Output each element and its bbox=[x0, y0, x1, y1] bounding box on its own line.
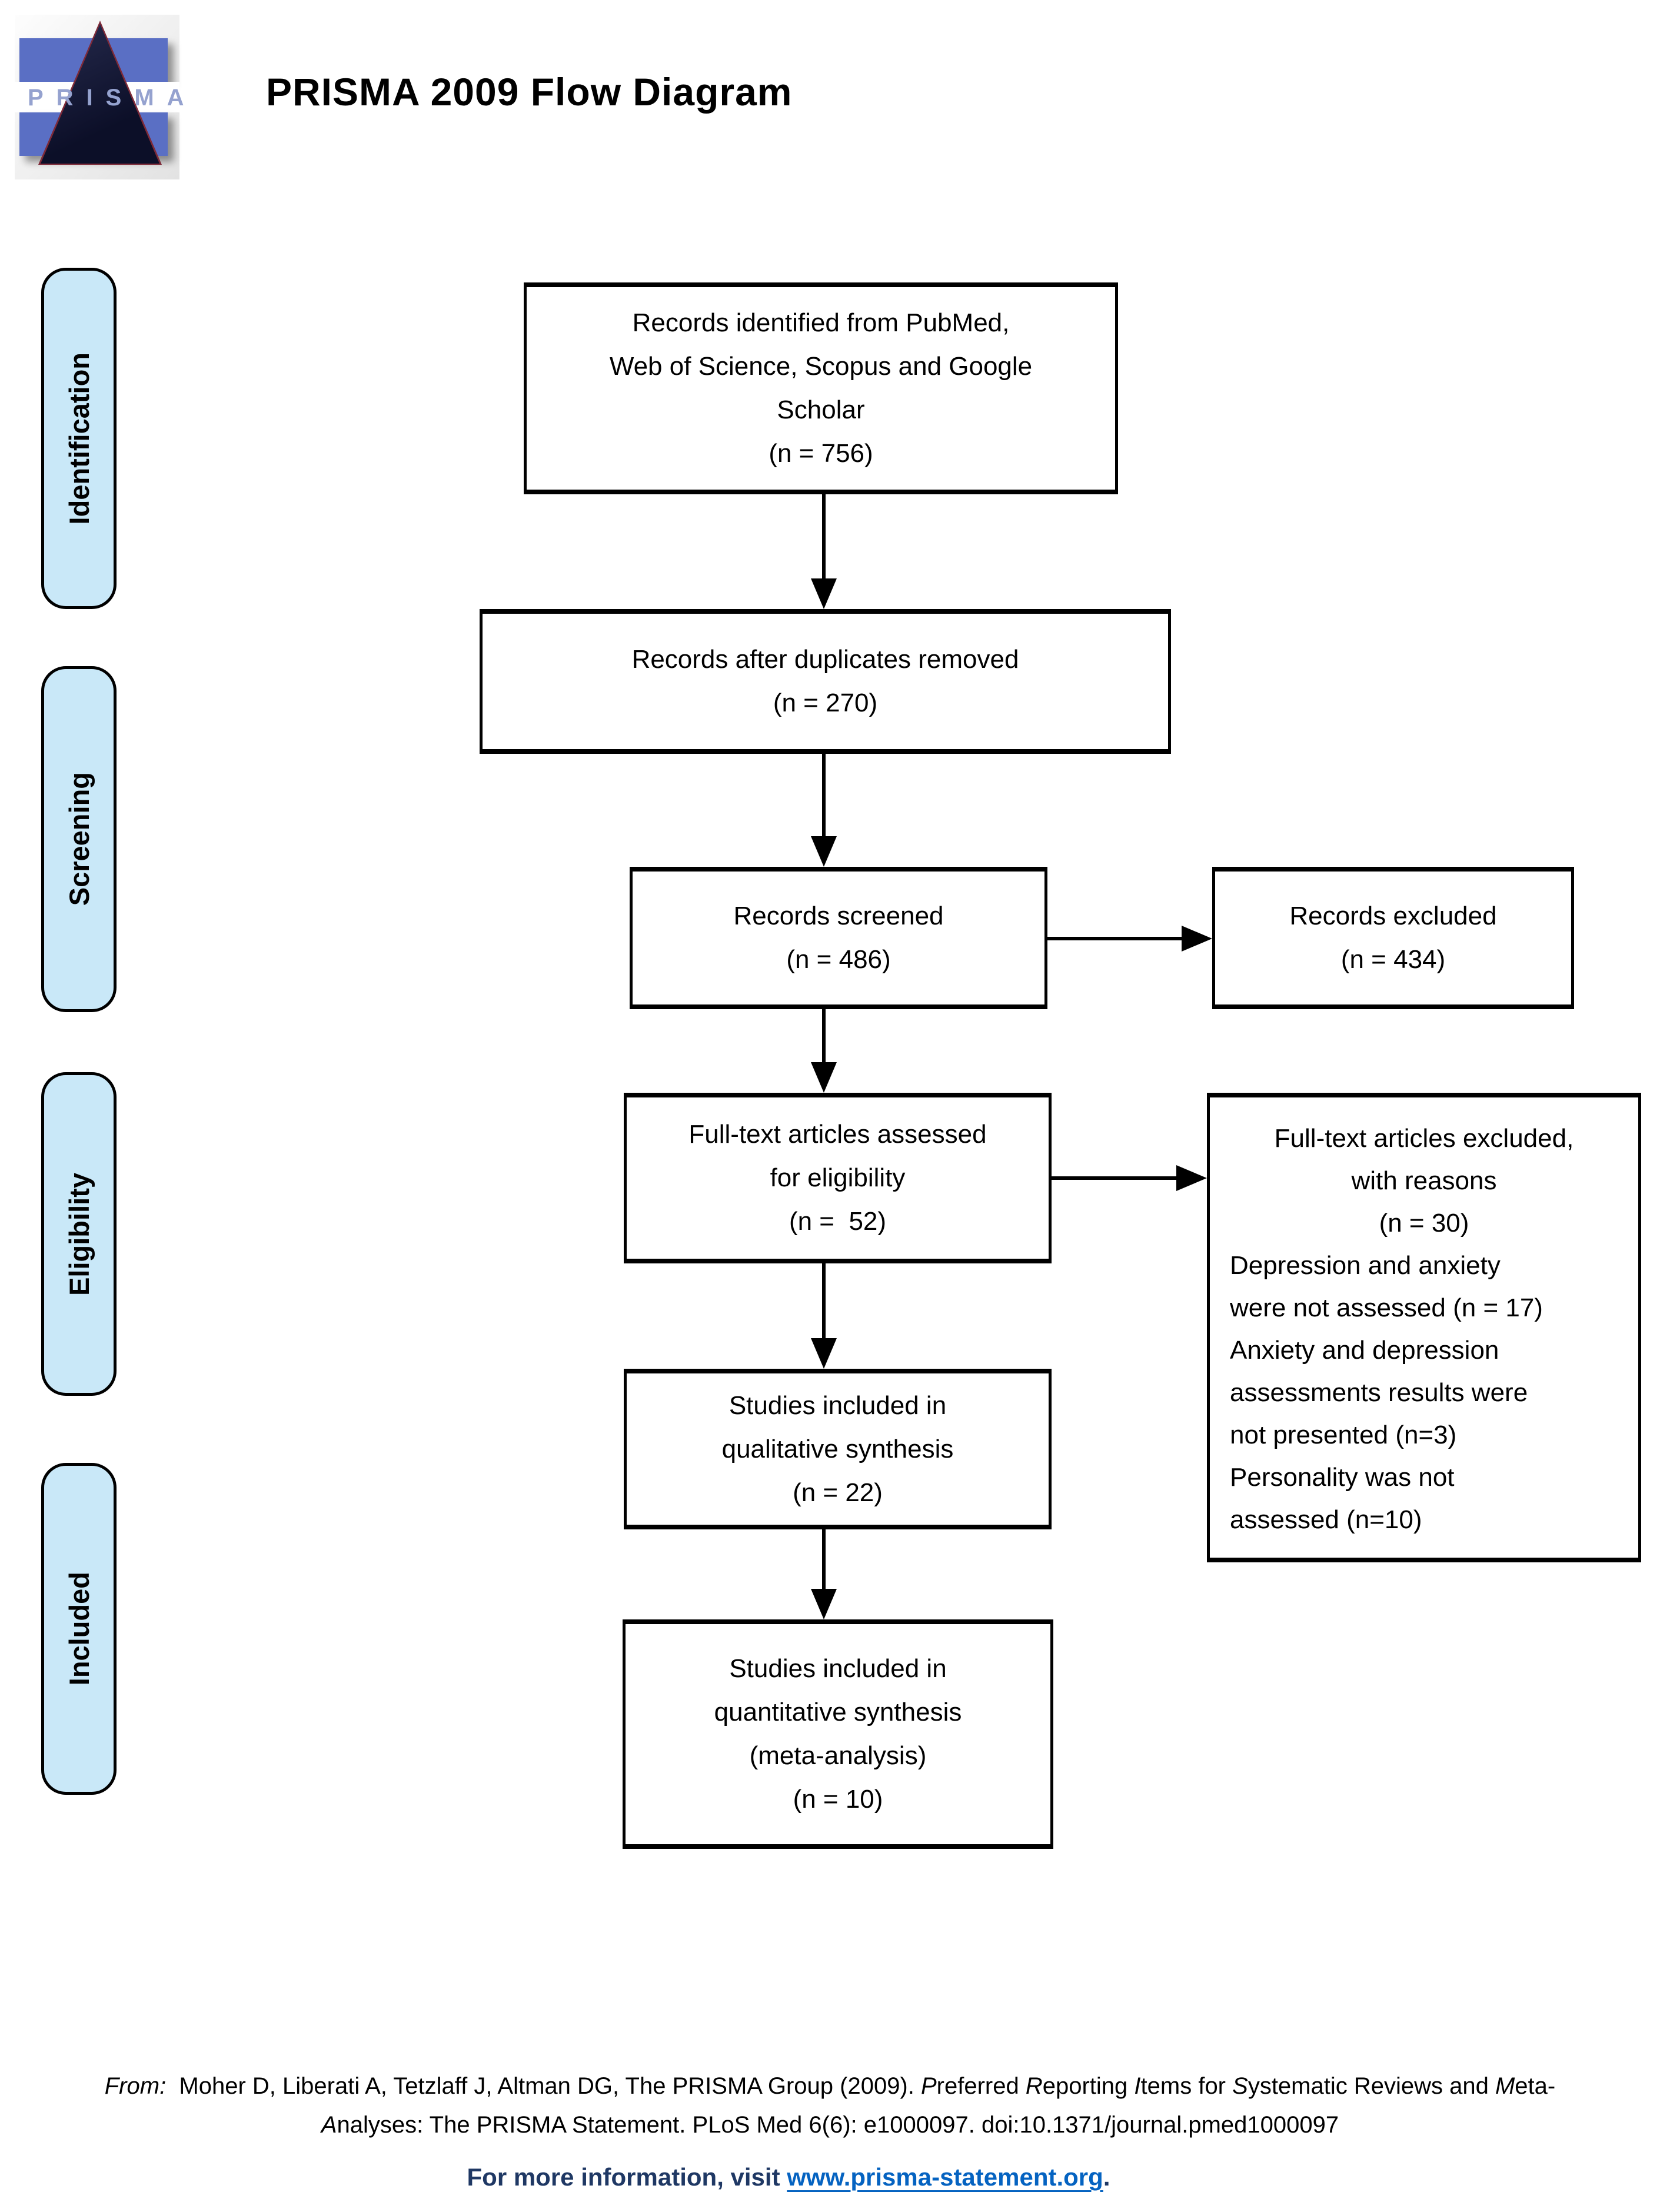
stage-label: Screening bbox=[63, 772, 95, 906]
text-line: (n = 486) bbox=[786, 945, 891, 974]
text-line: not presented (n=3) bbox=[1230, 1421, 1457, 1449]
text-line: Full-text articles assessed bbox=[688, 1120, 987, 1149]
text-line: Full-text articles excluded, bbox=[1274, 1124, 1574, 1153]
citation-segment: eta- bbox=[1515, 2073, 1556, 2099]
text-line: Studies included in bbox=[728, 1391, 947, 1420]
text-line: Anxiety and depression bbox=[1230, 1336, 1499, 1365]
text-line: Scholar bbox=[777, 395, 865, 424]
arrowhead-down-icon bbox=[811, 1062, 837, 1093]
text-line: Records excluded bbox=[1289, 902, 1497, 930]
text-line: (n = 756) bbox=[769, 439, 873, 468]
prisma-statement-link[interactable]: www.prisma-statement.org bbox=[787, 2163, 1103, 2191]
citation-line: Analyses: The PRISMA Statement. PLoS Med… bbox=[0, 2105, 1660, 2144]
footer-citation: From: Moher D, Liberati A, Tetzlaff J, A… bbox=[0, 2067, 1660, 2144]
box-quantitative-synthesis: Studies included in quantitative synthesi… bbox=[623, 1619, 1053, 1849]
logo-wordmark: PRISMA bbox=[28, 85, 197, 111]
citation-italic-segment: I bbox=[1134, 2073, 1141, 2099]
page-title: PRISMA 2009 Flow Diagram bbox=[266, 70, 793, 114]
text-line: Records screened bbox=[733, 902, 944, 930]
text-line: qualitative synthesis bbox=[721, 1434, 954, 1463]
text-line: Personality was not bbox=[1230, 1463, 1455, 1492]
prisma-logo: PRISMA bbox=[15, 15, 197, 179]
citation-italic-segment: M bbox=[1495, 2073, 1515, 2099]
stage-label: Eligibility bbox=[63, 1172, 95, 1296]
sidebar-stage-screening: Screening bbox=[41, 666, 117, 1012]
box-qualitative-synthesis: Studies included in qualitative synthesis… bbox=[624, 1369, 1052, 1529]
stage-label: Identification bbox=[63, 352, 95, 525]
arrowhead-down-icon bbox=[811, 1338, 837, 1369]
arrow-shaft bbox=[822, 1263, 826, 1342]
arrowhead-down-icon bbox=[811, 836, 837, 867]
arrow-shaft bbox=[822, 493, 826, 583]
text-line: Records identified from PubMed, bbox=[632, 308, 1010, 337]
box-records-screened: Records screened (n = 486) bbox=[630, 867, 1047, 1009]
text-line: assessments results were bbox=[1230, 1378, 1528, 1407]
arrowhead-right-icon bbox=[1176, 1165, 1207, 1191]
box-records-identified: Records identified from PubMed, Web of Sc… bbox=[524, 282, 1118, 494]
arrowhead-down-icon bbox=[811, 1589, 837, 1619]
citation-italic-segment: R bbox=[1025, 2073, 1043, 2099]
sidebar-stage-included: Included bbox=[41, 1463, 117, 1795]
more-info-suffix: . bbox=[1103, 2163, 1110, 2191]
citation-segment: ystematic Reviews and bbox=[1248, 2073, 1495, 2099]
arrow-shaft bbox=[1052, 1176, 1180, 1180]
box-duplicates-removed: Records after duplicates removed (n = 270… bbox=[480, 609, 1171, 754]
more-info-prefix: For more information, visit bbox=[467, 2163, 787, 2191]
text-line: (n = 434) bbox=[1340, 945, 1446, 974]
text-line: Studies included in bbox=[729, 1654, 947, 1683]
arrow-shaft bbox=[1047, 937, 1186, 940]
citation-segment: nalyses: The PRISMA Statement. PLoS Med … bbox=[337, 2112, 1339, 2138]
sidebar-stage-eligibility: Eligibility bbox=[41, 1072, 117, 1396]
text-line: (meta-analysis) bbox=[749, 1741, 927, 1770]
citation-segment: referred bbox=[936, 2073, 1026, 2099]
fulltext-excluded-reasons: Depression and anxiety were not assessed … bbox=[1210, 1245, 1638, 1541]
arrow-shaft bbox=[822, 1009, 826, 1066]
text-line: (n = 22) bbox=[793, 1478, 883, 1507]
citation-segment: eporting bbox=[1042, 2073, 1135, 2099]
text-line: (n = 52) bbox=[789, 1207, 887, 1236]
text-line: Records after duplicates removed bbox=[631, 645, 1019, 674]
citation-italic-segment: S bbox=[1232, 2073, 1248, 2099]
text-line: for eligibility bbox=[770, 1163, 906, 1192]
text-line: (n = 30) bbox=[1379, 1209, 1469, 1238]
citation-italic-segment: P bbox=[920, 2073, 937, 2099]
text-line: Depression and anxiety bbox=[1230, 1251, 1501, 1280]
text-line: quantitative synthesis bbox=[714, 1698, 962, 1727]
box-records-excluded: Records excluded (n = 434) bbox=[1212, 867, 1574, 1009]
arrowhead-right-icon bbox=[1182, 926, 1212, 952]
citation-italic-segment: From: bbox=[104, 2073, 167, 2099]
stage-label: Included bbox=[63, 1572, 95, 1686]
box-fulltext-assessed: Full-text articles assessed for eligibili… bbox=[624, 1093, 1052, 1263]
text-line: were not assessed (n = 17) bbox=[1230, 1293, 1543, 1322]
citation-segment: Moher D, Liberati A, Tetzlaff J, Altman … bbox=[166, 2073, 921, 2099]
citation-line: From: Moher D, Liberati A, Tetzlaff J, A… bbox=[0, 2067, 1660, 2105]
sidebar-stage-identification: Identification bbox=[41, 268, 117, 609]
citation-italic-segment: A bbox=[321, 2112, 337, 2138]
text-line: (n = 10) bbox=[793, 1785, 883, 1814]
arrowhead-down-icon bbox=[811, 578, 837, 609]
box-fulltext-excluded: Full-text articles excluded, with reasons… bbox=[1207, 1093, 1641, 1562]
fulltext-excluded-summary: Full-text articles excluded, with reasons… bbox=[1275, 1117, 1574, 1245]
citation-segment: tems for bbox=[1140, 2073, 1233, 2099]
text-line: (n = 270) bbox=[773, 688, 878, 717]
arrow-shaft bbox=[822, 1529, 826, 1593]
footer-more-info: For more information, visit www.prisma-s… bbox=[0, 2163, 1577, 2191]
text-line: with reasons bbox=[1351, 1166, 1497, 1195]
text-line: assessed (n=10) bbox=[1230, 1505, 1422, 1534]
arrow-shaft bbox=[822, 754, 826, 840]
text-line: Web of Science, Scopus and Google bbox=[609, 352, 1033, 381]
